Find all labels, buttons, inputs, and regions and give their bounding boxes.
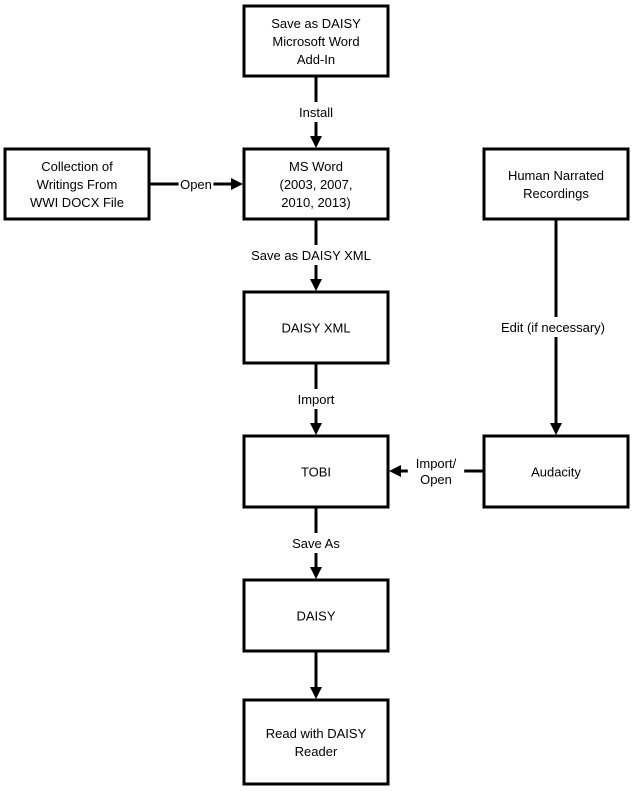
edge-label-line: Save as DAISY XML	[251, 248, 371, 263]
edge-label-background	[287, 102, 345, 122]
edge-label-background	[178, 174, 214, 194]
node-label: MS Word (2003, 2007, 2010, 2013)	[279, 159, 352, 210]
node-label-line: MS Word	[289, 159, 343, 174]
arrowhead-icon	[310, 687, 322, 699]
edge-daisyxml-to-tobi: Import	[291, 363, 341, 435]
edge-collection-to-msword: Open	[149, 174, 243, 194]
node-label-line: DAISY XML	[281, 321, 350, 336]
edge-label-line: Edit (if necessary)	[501, 320, 605, 335]
node-label-line: Audacity	[531, 465, 581, 480]
node-daisy: DAISY	[242, 578, 390, 653]
node-label-line: Recordings	[523, 186, 589, 201]
node-box	[3, 147, 151, 221]
arrowhead-icon	[231, 178, 243, 190]
node-label-line: Human Narrated	[508, 168, 604, 183]
node-label-line: Collection of	[41, 159, 113, 174]
edge-label: Import/Open	[416, 456, 457, 487]
edge-addin-to-msword: Install	[287, 76, 345, 148]
edge-label-background	[287, 533, 345, 553]
node-label-line: Save as DAISY	[271, 16, 361, 31]
node-label: DAISY	[296, 609, 335, 624]
node-reader: Read with DAISY Reader	[242, 698, 390, 786]
node-box	[242, 290, 390, 365]
arrowhead-icon	[310, 279, 322, 291]
node-label-line: WWI DOCX File	[30, 195, 124, 210]
node-box	[482, 434, 630, 509]
node-box	[242, 147, 390, 221]
node-label: Read with DAISY Reader	[266, 726, 367, 759]
edge-msword-to-daisyxml: Save as DAISY XML	[246, 219, 376, 291]
node-label-line: DAISY	[296, 609, 335, 624]
node-label-line: Add-In	[297, 52, 335, 67]
edge-human-to-audacity: Edit (if necessary)	[481, 219, 625, 435]
node-label-line: (2003, 2007,	[279, 177, 352, 192]
arrowhead-icon	[550, 423, 562, 435]
arrowhead-icon	[389, 465, 401, 477]
node-box	[242, 698, 390, 786]
node-box	[242, 4, 390, 78]
edge-label: Save As	[292, 536, 340, 551]
arrowhead-icon	[310, 136, 322, 148]
node-label: Audacity	[531, 465, 581, 480]
arrowhead-icon	[310, 423, 322, 435]
node-box	[242, 578, 390, 653]
edge-label-background	[481, 317, 625, 337]
node-label-line: Writings From	[37, 177, 118, 192]
node-box	[482, 147, 630, 221]
edge-label-background	[246, 245, 376, 265]
node-label-line: Microsoft Word	[272, 34, 359, 49]
node-box	[242, 434, 390, 509]
edge-label-line: Open	[180, 177, 212, 192]
node-label-line: TOBI	[301, 465, 331, 480]
node-msword: MS Word (2003, 2007, 2010, 2013)	[242, 147, 390, 221]
edge-tobi-to-daisy: Save As	[287, 507, 345, 579]
node-tobi: TOBI	[242, 434, 390, 509]
edge-label: Save as DAISY XML	[251, 248, 371, 263]
node-label: TOBI	[301, 465, 331, 480]
node-label-line: Read with DAISY	[266, 726, 367, 741]
edge-label-line: Install	[299, 105, 333, 120]
edge-label: Open	[180, 177, 212, 192]
edge-daisy-to-reader	[310, 651, 322, 699]
node-daisyxml: DAISY XML	[242, 290, 390, 365]
edge-label: Edit (if necessary)	[501, 320, 605, 335]
edge-label-line: Save As	[292, 536, 340, 551]
edge-label: Import	[298, 392, 335, 407]
node-label-line: Reader	[295, 744, 338, 759]
node-label-line: 2010, 2013)	[281, 195, 350, 210]
node-label: DAISY XML	[281, 321, 350, 336]
edge-label-line: Import/	[416, 456, 457, 471]
arrowhead-icon	[310, 567, 322, 579]
edge-label-background	[407, 453, 465, 489]
node-audacity: Audacity	[482, 434, 630, 509]
edge-label-background	[291, 389, 341, 409]
edge-label: Install	[299, 105, 333, 120]
edge-audacity-to-tobi: Import/Open	[389, 453, 484, 489]
edge-label-line: Open	[420, 472, 452, 487]
edge-label-line: Import	[298, 392, 335, 407]
